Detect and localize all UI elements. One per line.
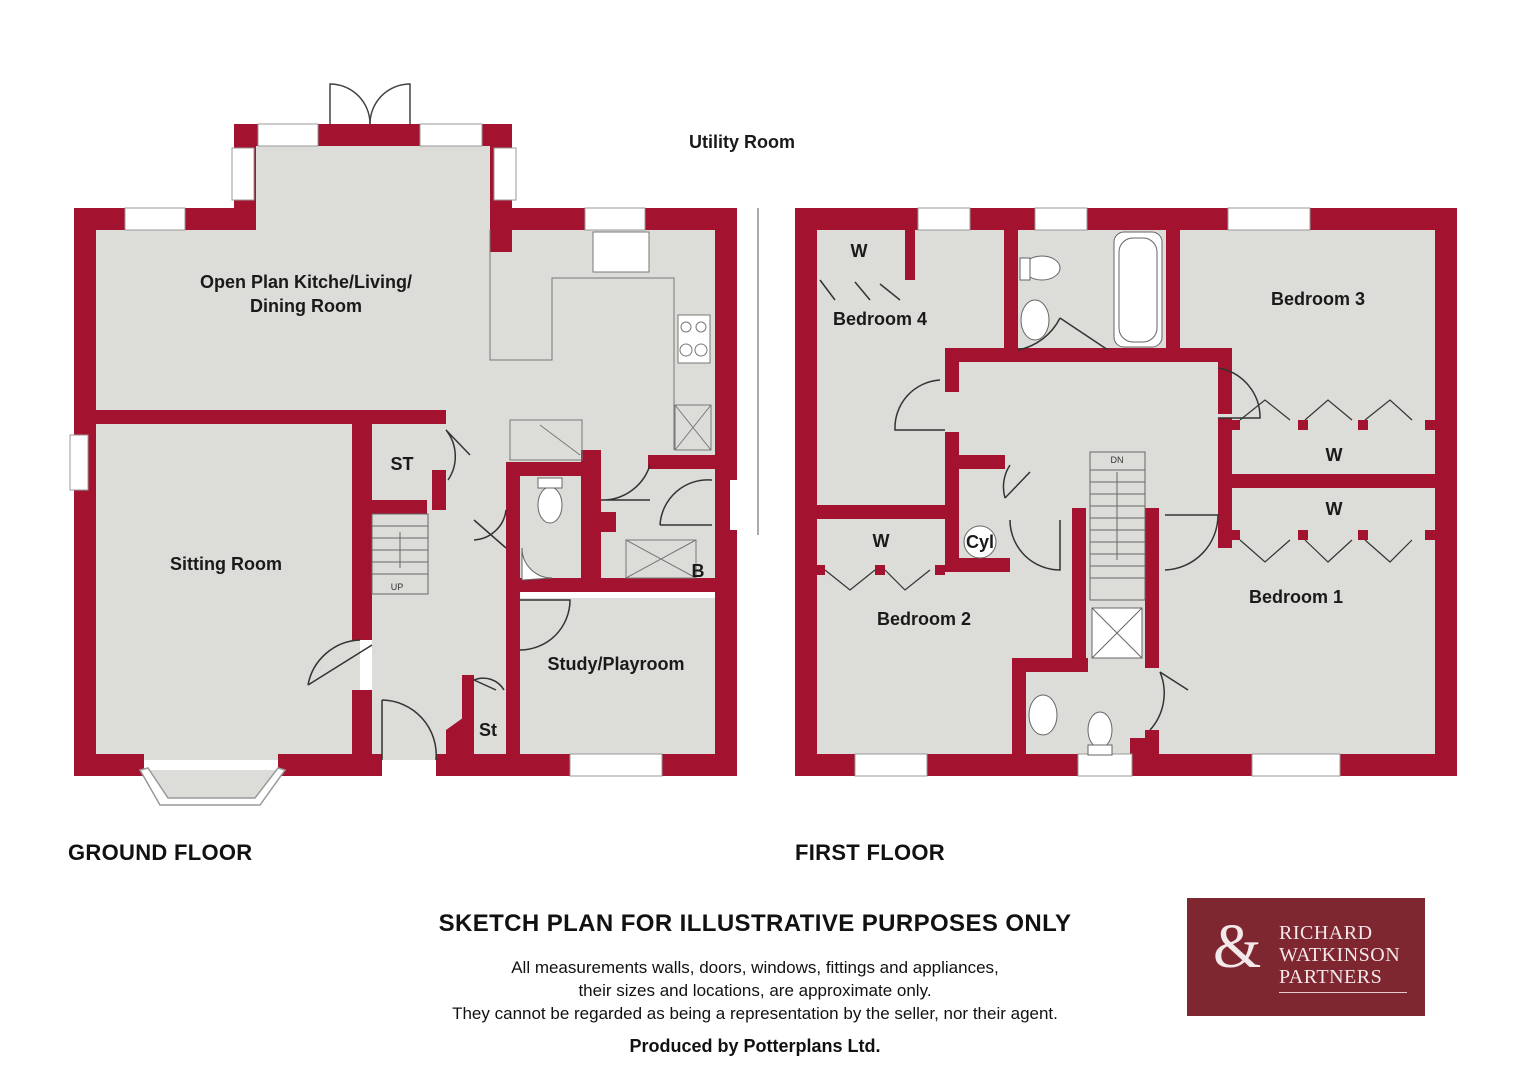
sitting-room-label: Sitting Room [170, 554, 282, 574]
disclaimer-line1: All measurements walls, doors, windows, … [511, 958, 999, 977]
ground-doors [307, 429, 713, 761]
wardrobe-doors [824, 399, 1413, 591]
study-label: Study/Playroom [547, 654, 684, 674]
bedroom3-label: Bedroom 3 [1271, 289, 1365, 309]
bedroom4-label: Bedroom 4 [833, 309, 927, 329]
stairs-up-label: UP [391, 582, 404, 592]
producer-credit: Produced by Potterplans Ltd. [629, 1036, 881, 1056]
logo-rule [1279, 992, 1407, 993]
cylinder-label: Cyl [966, 532, 994, 552]
bay-window-floor [140, 770, 285, 805]
wardrobe-label-bed3: W [1326, 445, 1343, 465]
first-floor-title: FIRST FLOOR [795, 840, 945, 865]
wardrobe-label-bed1: W [1326, 499, 1343, 519]
logo-line1: RICHARD [1279, 922, 1373, 944]
french-doors [329, 83, 411, 125]
store-upper-label: ST [390, 454, 413, 474]
agent-logo: & RICHARD WATKINSON PARTNERS [1187, 898, 1425, 1016]
room-labels: Open Plan Kitche/Living/ Dining Room Uti… [170, 132, 1365, 740]
ground-floor-title: GROUND FLOOR [68, 840, 253, 865]
wardrobe-posts [815, 420, 1435, 575]
logo-line3: PARTNERS [1279, 966, 1383, 988]
ground-windows [69, 123, 663, 777]
first-windows [854, 207, 1341, 777]
wardrobe-label-bed4: W [851, 241, 868, 261]
ground-floor-plan [69, 83, 759, 806]
bedroom2-label: Bedroom 2 [877, 609, 971, 629]
utility-opening [730, 480, 758, 530]
boiler-label: B [692, 561, 705, 581]
logo-line2: WATKINSON [1279, 944, 1401, 966]
disclaimer-line3: They cannot be regarded as being a repre… [452, 1004, 1058, 1023]
utility-label: Utility Room [689, 132, 795, 152]
bathroom-fittings [963, 231, 1163, 756]
wardrobe-label-bed2: W [873, 531, 890, 551]
first-floor-plan [795, 207, 1457, 777]
kitchen-fittings [489, 230, 712, 579]
store-lower-label: St [479, 720, 497, 740]
stairs-down-label: DN [1111, 455, 1124, 465]
disclaimer-line2: their sizes and locations, are approxima… [578, 981, 932, 1000]
disclaimer-title: SKETCH PLAN FOR ILLUSTRATIVE PURPOSES ON… [438, 910, 1072, 937]
kitchen-label-line1: Open Plan Kitche/Living/ [200, 272, 412, 292]
bay-window [138, 767, 287, 806]
ground-stairs [371, 513, 429, 595]
ground-wc [521, 477, 563, 581]
bedroom1-label: Bedroom 1 [1249, 587, 1343, 607]
kitchen-label-line2: Dining Room [250, 296, 362, 316]
ampersand-logo-icon: & [1213, 913, 1262, 981]
study-floor [518, 598, 715, 760]
first-stairs [1089, 451, 1146, 601]
first-doors [819, 279, 1261, 731]
